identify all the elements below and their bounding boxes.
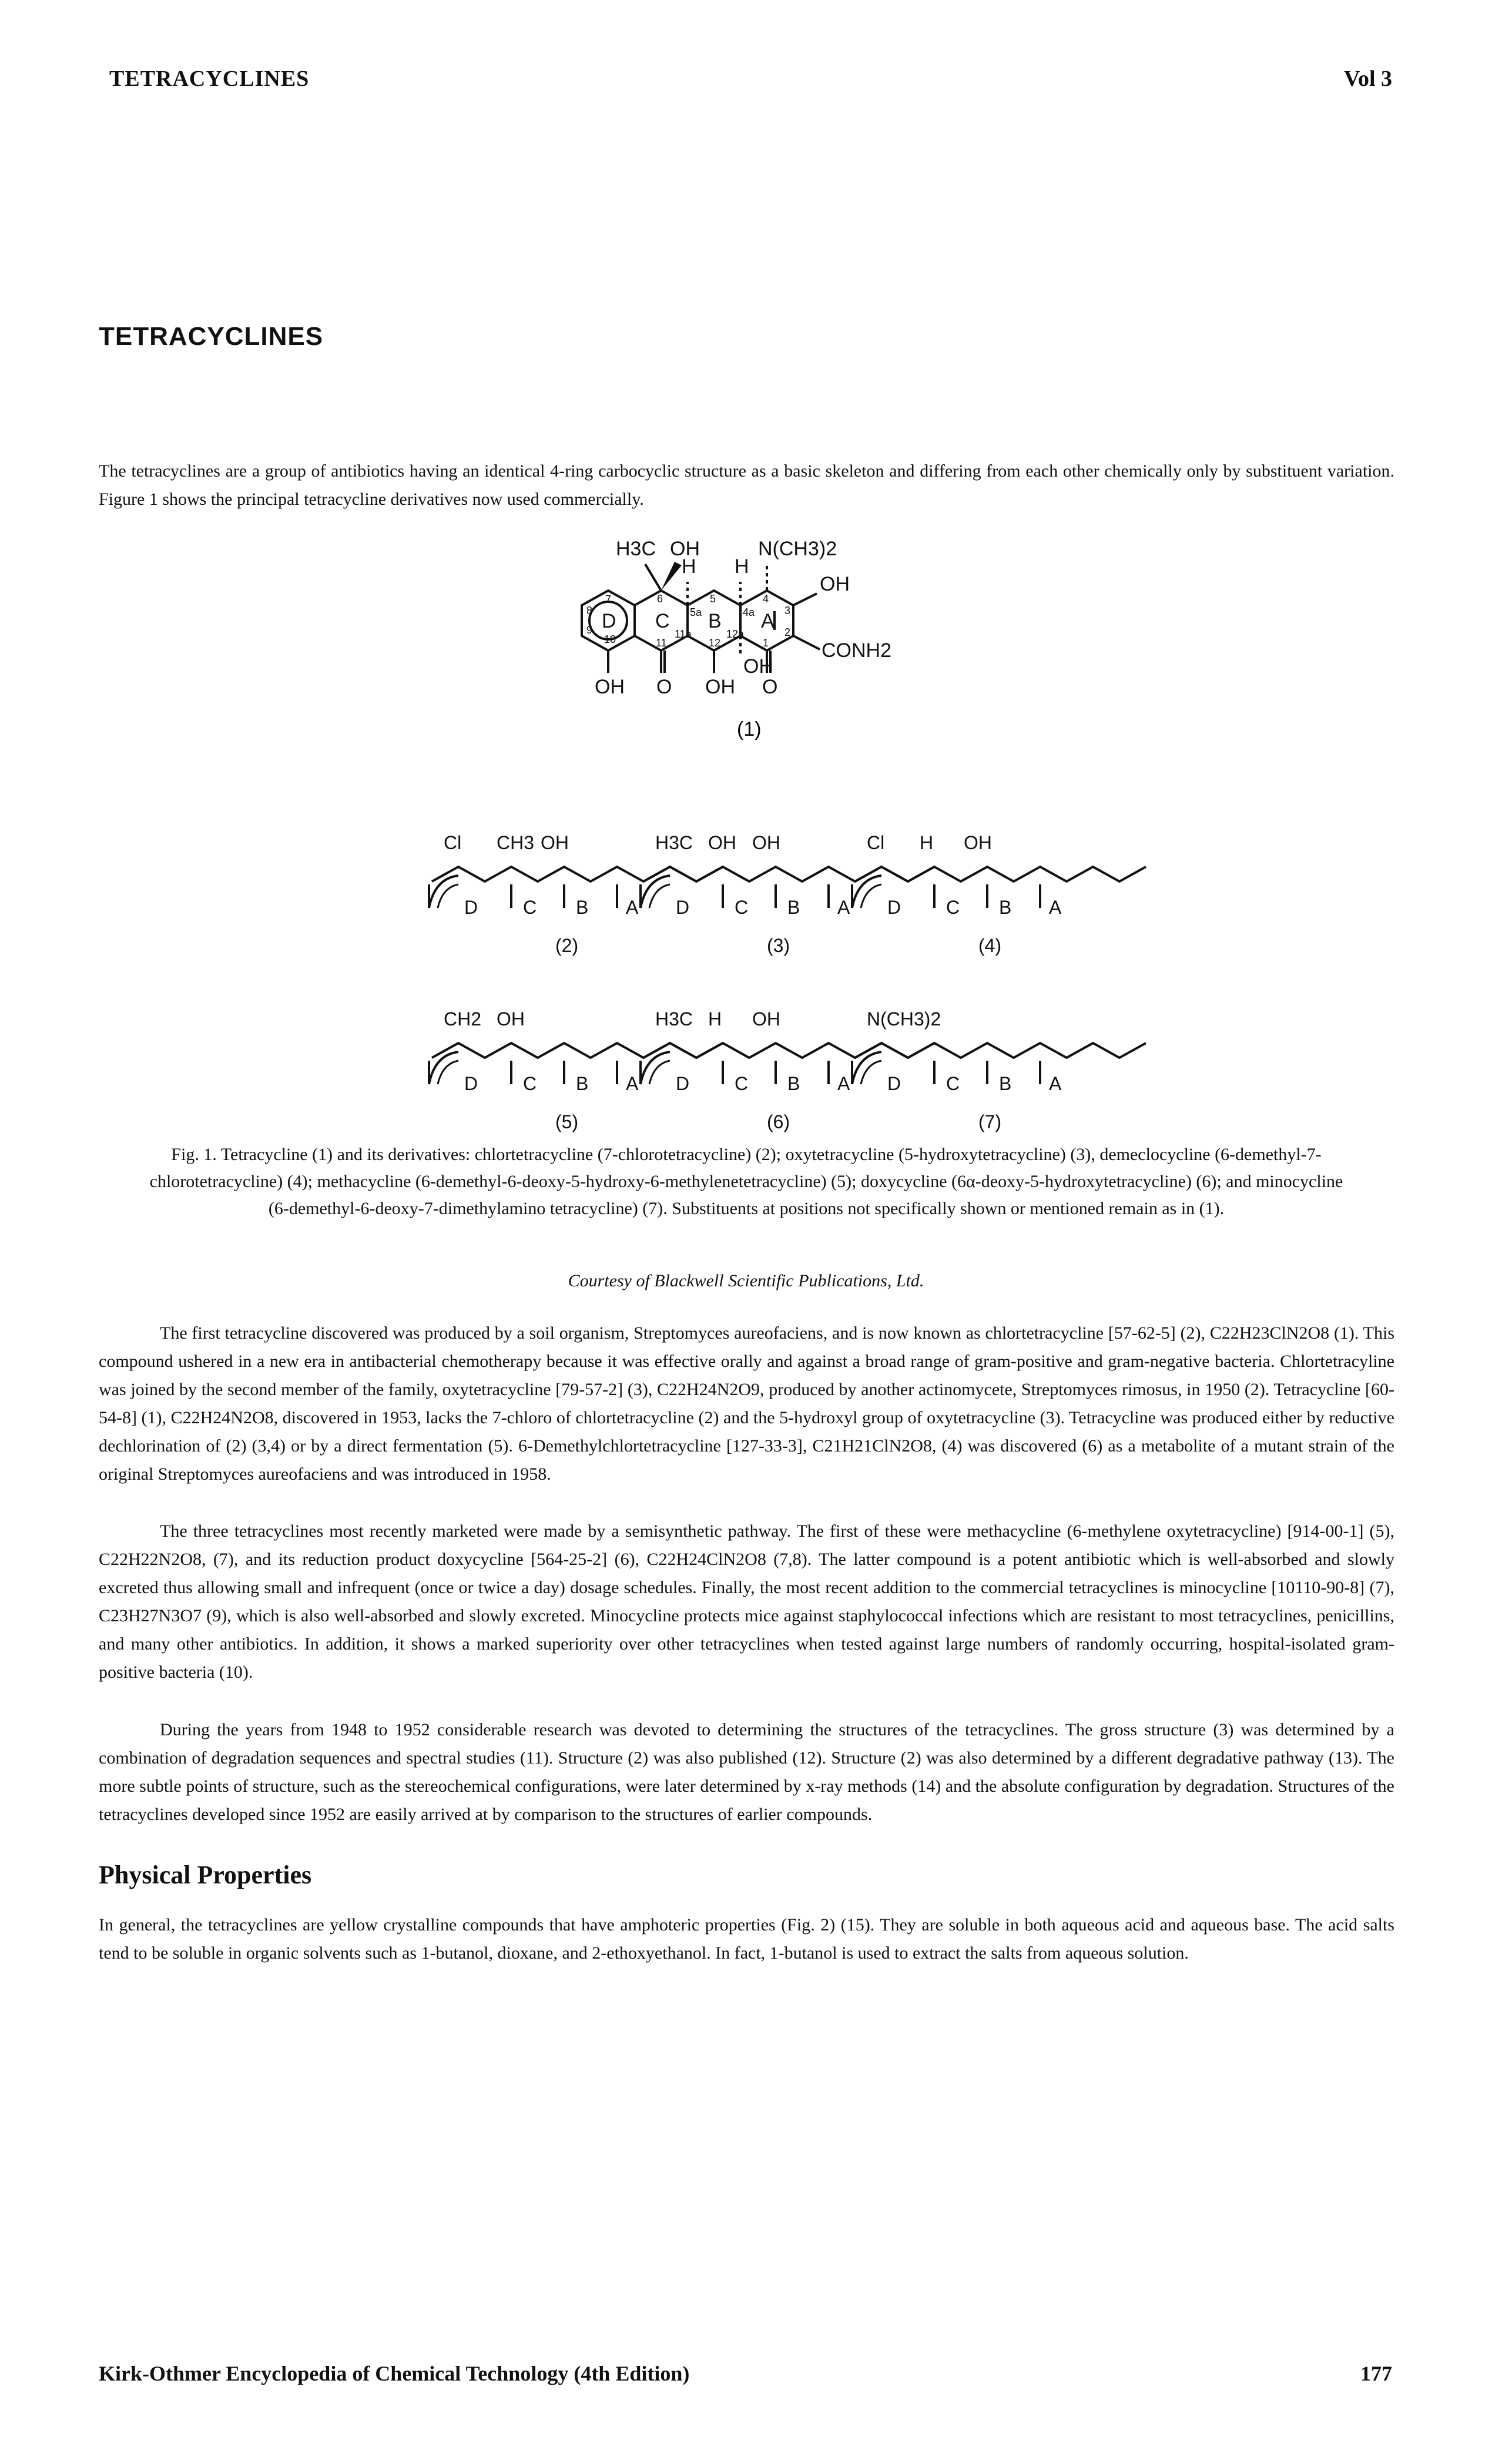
body-paragraph-1: The first tetracycline discovered was pr… [99, 1323, 1394, 1484]
ring-letter: C [946, 1073, 960, 1094]
ring-letter: B [576, 1073, 588, 1094]
ring-letter: B [787, 1073, 800, 1094]
ring-letter: B [787, 897, 800, 918]
derivative-2: D C B A H3C OH OH (3) [639, 832, 935, 956]
section-heading: Physical Properties [99, 1860, 312, 1889]
ring-letter: B [999, 1073, 1011, 1094]
main-o11-label: O [656, 676, 672, 698]
substituent-3: OH [541, 832, 569, 853]
substituent-2: OH [708, 832, 736, 853]
substituent-1: N(CH3)2 [867, 1008, 941, 1030]
substituent-2: CH3 [497, 832, 534, 853]
article-title: TETRACYCLINES [99, 322, 324, 351]
pos-9-label: 9 [586, 624, 592, 636]
derivative-3: D C B A Cl H OH (4) [851, 832, 1146, 956]
derivative-label: (2) [555, 935, 578, 956]
derivative-label: (3) [767, 935, 790, 956]
ring-d-label: D [602, 610, 616, 632]
figure-caption: Fig. 1. Tetracycline (1) and its derivat… [149, 1145, 1343, 1218]
pos-7-label: 7 [605, 594, 611, 605]
ring-letter: A [1049, 1073, 1062, 1094]
footer-source: Kirk-Othmer Encyclopedia of Chemical Tec… [99, 2362, 690, 2385]
pos-12-label: 12 [709, 637, 720, 649]
derivative-label: (6) [767, 1111, 790, 1132]
pos-8-label: 8 [586, 605, 592, 616]
substituent-1: H3C [655, 1008, 693, 1030]
ring-letter: D [887, 897, 901, 918]
ring-a-label: A [761, 610, 775, 632]
main-nme2-label: N(CH3)2 [758, 538, 837, 560]
ring-letter: A [626, 1073, 639, 1094]
running-header-volume: Vol 3 [1343, 66, 1392, 91]
ring-b-label: B [708, 610, 722, 632]
ring-letter: D [464, 1073, 478, 1094]
ring-letter: B [576, 897, 588, 918]
main-h4a-label: H [735, 555, 749, 578]
ring-letter: C [735, 1073, 748, 1094]
pos-12a-label: 12a [726, 628, 745, 640]
ring-letter: C [946, 897, 960, 918]
ring-letter: A [1049, 897, 1062, 918]
body-paragraph-4: In general, the tetracyclines are yellow… [99, 1915, 1394, 1963]
ring-letter: C [523, 897, 537, 918]
main-o1-label: O [762, 676, 777, 698]
pos-4a-label: 4a [743, 606, 755, 618]
main-oh12-label: OH [705, 676, 735, 698]
pos-11a-label: 11a [675, 628, 692, 640]
substituent-3: OH [964, 832, 992, 853]
derivative-4: D C B A CH2 OH (5) [428, 1008, 723, 1132]
ring-letter: A [837, 1073, 850, 1094]
body-paragraph-2: The three tetracyclines most recently ma… [99, 1521, 1394, 1682]
ring-letter: B [999, 897, 1011, 918]
main-oh12a-label: OH [743, 655, 773, 678]
ring-letter: D [887, 1073, 901, 1094]
substituent-2: H [708, 1008, 722, 1030]
derivative-label: (5) [555, 1111, 578, 1132]
pos-2-label: 2 [784, 626, 790, 638]
main-oh10-label: OH [595, 676, 625, 698]
substituent-2: OH [497, 1008, 525, 1030]
derivative-6: D C B A N(CH3)2 (7) [851, 1008, 1146, 1132]
main-oh3-label: OH [820, 573, 850, 595]
pos-10-label: 10 [604, 633, 616, 645]
main-conh2-label: CONH2 [822, 639, 891, 662]
main-oh6-label: OH [670, 538, 700, 560]
derivative-label: (4) [978, 935, 1001, 956]
figure-credit: Courtesy of Blackwell Scientific Publica… [568, 1271, 924, 1290]
footer-page-number: 177 [1360, 2362, 1392, 2385]
substituent-1: Cl [867, 832, 884, 853]
substituent-1: CH2 [444, 1008, 481, 1030]
pos-11-label: 11 [656, 637, 667, 649]
ring-letter: A [626, 897, 639, 918]
pos-4-label: 4 [763, 593, 769, 605]
substituent-1: H3C [655, 832, 693, 853]
running-header-title: TETRACYCLINES [109, 66, 310, 91]
pos-1-label: 1 [763, 637, 769, 649]
ring-c-label: C [655, 610, 670, 632]
ring-letter: D [676, 897, 689, 918]
pos-6-label: 6 [657, 593, 663, 605]
intro-paragraph: The tetracyclines are a group of antibio… [99, 461, 1394, 509]
figure-tetracycline-structures: H3C OH H H N(CH3)2 OH CONH2 OH OH O OH O… [428, 538, 1146, 1132]
compound-1-label: (1) [737, 718, 762, 740]
substituent-1: Cl [444, 832, 461, 853]
pos-3-label: 3 [784, 605, 790, 616]
ring-letter: C [523, 1073, 537, 1094]
main-h5a-label: H [682, 555, 696, 578]
main-h3c-label: H3C [616, 538, 656, 560]
ring-letter: C [735, 897, 748, 918]
pos-5-label: 5 [710, 593, 716, 605]
substituent-3: OH [752, 832, 780, 853]
ring-letter: A [837, 897, 850, 918]
ring-letter: D [464, 897, 478, 918]
derivative-label: (7) [978, 1111, 1001, 1132]
pos-5a-label: 5a [690, 606, 702, 618]
substituent-3: OH [752, 1008, 780, 1030]
substituent-2: H [920, 832, 933, 853]
body-paragraph-3: During the years from 1948 to 1952 consi… [99, 1720, 1394, 1824]
ring-letter: D [676, 1073, 689, 1094]
